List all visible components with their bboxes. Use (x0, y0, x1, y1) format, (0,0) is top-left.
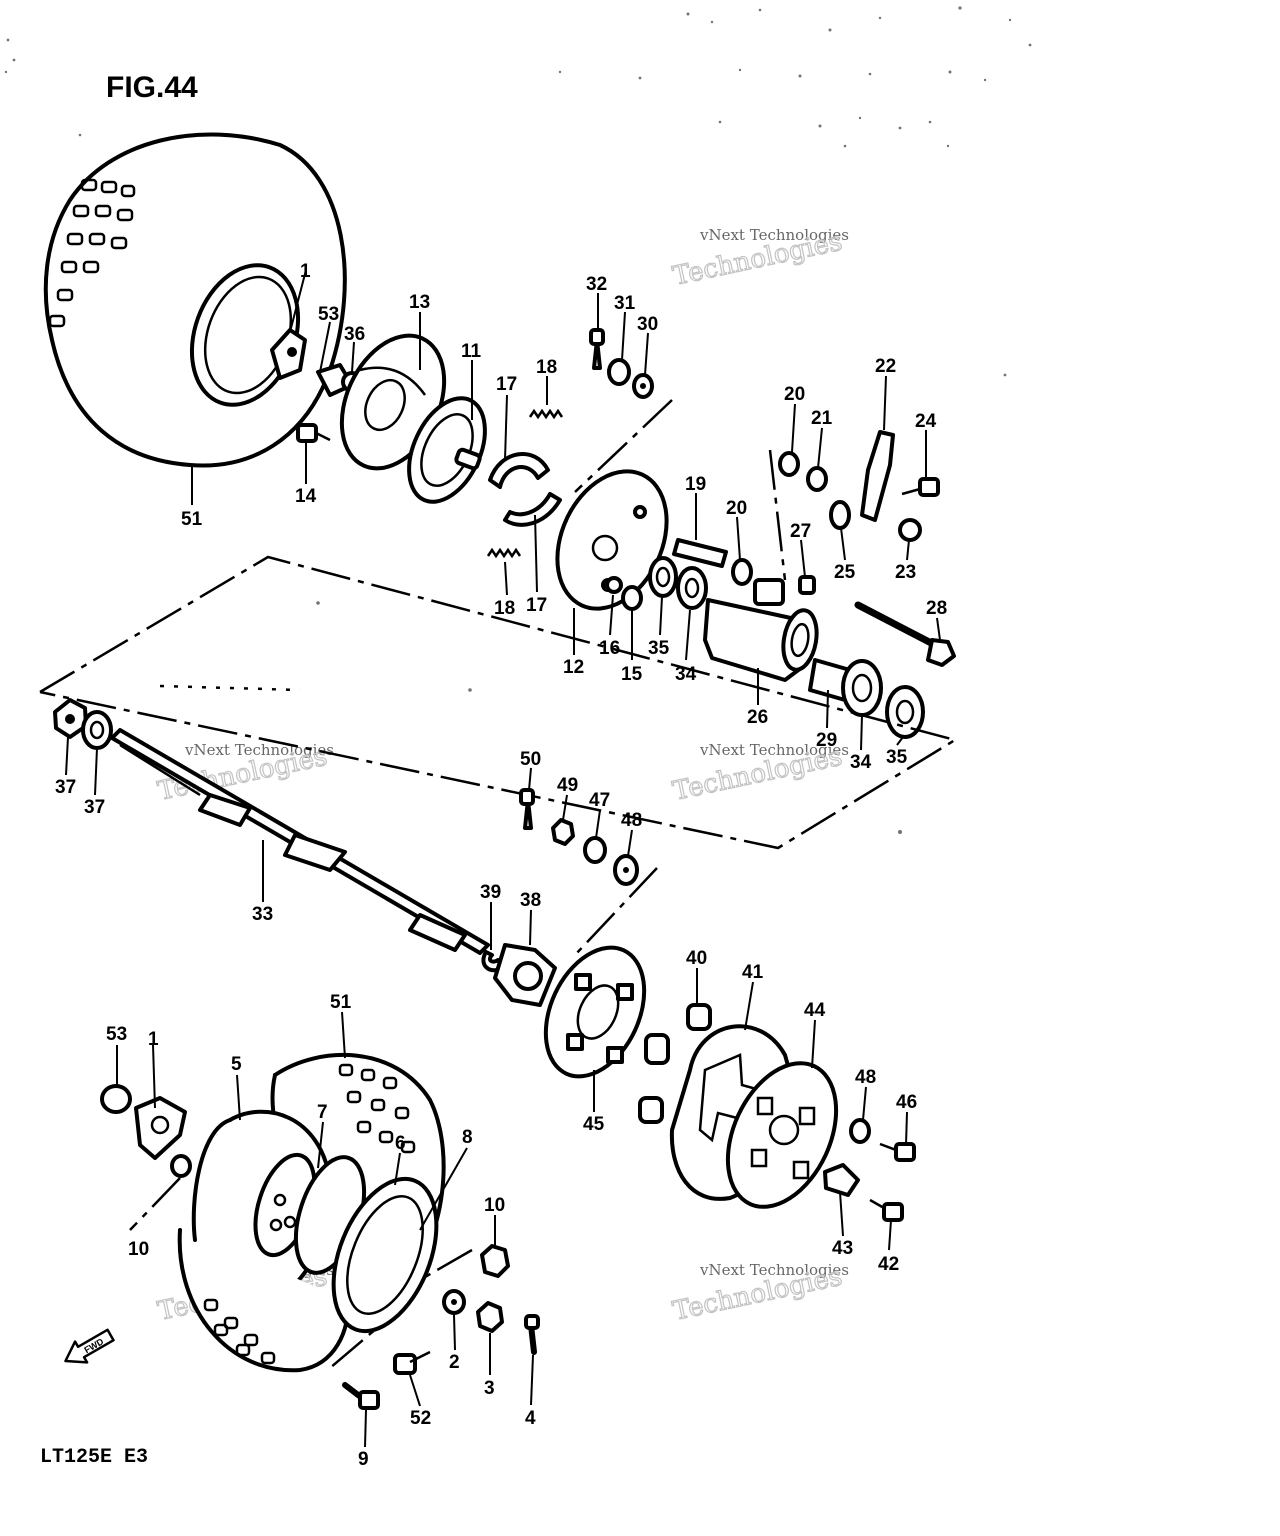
callout-25: 25 (834, 562, 856, 583)
callout-37: 37 (55, 777, 76, 798)
scan-noise (4, 6, 1032, 834)
callout-17: 17 (496, 374, 517, 395)
fwd-arrow-icon: FWD (64, 1328, 115, 1364)
callout-13: 13 (409, 292, 430, 313)
callout-10: 10 (128, 1239, 149, 1260)
callout-16: 16 (599, 638, 620, 659)
callout-17b: 17 (526, 595, 547, 616)
callout-42: 42 (878, 1254, 899, 1275)
callout-40: 40 (686, 948, 707, 969)
callout-30: 30 (637, 314, 658, 335)
callout-51: 51 (181, 509, 203, 530)
callout-8: 8 (462, 1127, 473, 1148)
callout-44: 44 (804, 1000, 826, 1021)
callout-6: 6 (395, 1133, 406, 1154)
callout-32: 32 (586, 274, 607, 295)
leader-lines (65, 269, 941, 1448)
callout-46: 46 (896, 1092, 917, 1113)
callout-22: 22 (875, 356, 896, 377)
callout-28: 28 (926, 598, 947, 619)
callout-23: 23 (895, 562, 916, 583)
callout-48b: 48 (855, 1067, 876, 1088)
callout-33: 33 (252, 904, 273, 925)
callout-12: 12 (563, 657, 584, 678)
callout-labels: 51 1 53 36 14 13 11 17 18 17 18 32 31 30… (55, 261, 947, 1470)
callout-52: 52 (410, 1408, 431, 1429)
callout-53: 53 (318, 304, 339, 325)
callout-53b: 53 (106, 1024, 127, 1045)
callout-21: 21 (811, 408, 833, 429)
callout-39: 39 (480, 882, 501, 903)
callout-36: 36 (344, 324, 365, 345)
callout-38: 38 (520, 890, 541, 911)
callout-10b: 10 (484, 1195, 505, 1216)
callout-18: 18 (536, 357, 557, 378)
callout-18b: 18 (494, 598, 515, 619)
brake-hub-assembly (43, 132, 956, 739)
model-code: LT125E E3 (40, 1446, 148, 1469)
callout-19: 19 (685, 474, 706, 495)
callout-2: 2 (449, 1352, 460, 1373)
svg-text:vNext Technologies: vNext Technologies (699, 1261, 849, 1279)
callout-29: 29 (816, 730, 837, 751)
callout-26: 26 (747, 707, 768, 728)
figure-title: FIG.44 (106, 71, 198, 104)
callout-27: 27 (790, 521, 811, 542)
callout-50: 50 (520, 749, 541, 770)
callout-35b: 35 (886, 747, 908, 768)
tire-51-upper (43, 132, 347, 468)
svg-text:vNext Technologies: vNext Technologies (699, 226, 849, 244)
callout-9: 9 (358, 1449, 369, 1470)
callout-41: 41 (742, 962, 764, 983)
callout-20b: 20 (784, 384, 805, 405)
wheel-assembly: FWD (64, 1052, 540, 1410)
callout-3: 3 (484, 1378, 495, 1399)
callout-24: 24 (915, 411, 937, 432)
callout-14: 14 (295, 486, 317, 507)
callout-45: 45 (583, 1114, 605, 1135)
callout-31: 31 (614, 293, 636, 314)
callout-48: 48 (621, 810, 642, 831)
callout-1b: 1 (148, 1029, 159, 1050)
callout-11: 11 (461, 341, 482, 362)
callout-37b: 37 (84, 797, 105, 818)
sprocket-assembly (543, 945, 916, 1222)
callout-20: 20 (726, 498, 747, 519)
callout-15: 15 (621, 664, 643, 685)
callout-43: 43 (832, 1238, 853, 1259)
axle-assembly (53, 698, 639, 1007)
callout-47: 47 (589, 790, 610, 811)
callout-34: 34 (675, 664, 697, 685)
svg-text:vNext Technologies: vNext Technologies (699, 741, 849, 759)
callout-51b: 51 (330, 992, 352, 1013)
callout-5: 5 (231, 1054, 242, 1075)
callout-34b: 34 (850, 752, 872, 773)
callout-7: 7 (317, 1102, 328, 1123)
callout-35: 35 (648, 638, 670, 659)
callout-4: 4 (525, 1408, 536, 1429)
callout-1: 1 (300, 261, 311, 282)
callout-49: 49 (557, 775, 578, 796)
